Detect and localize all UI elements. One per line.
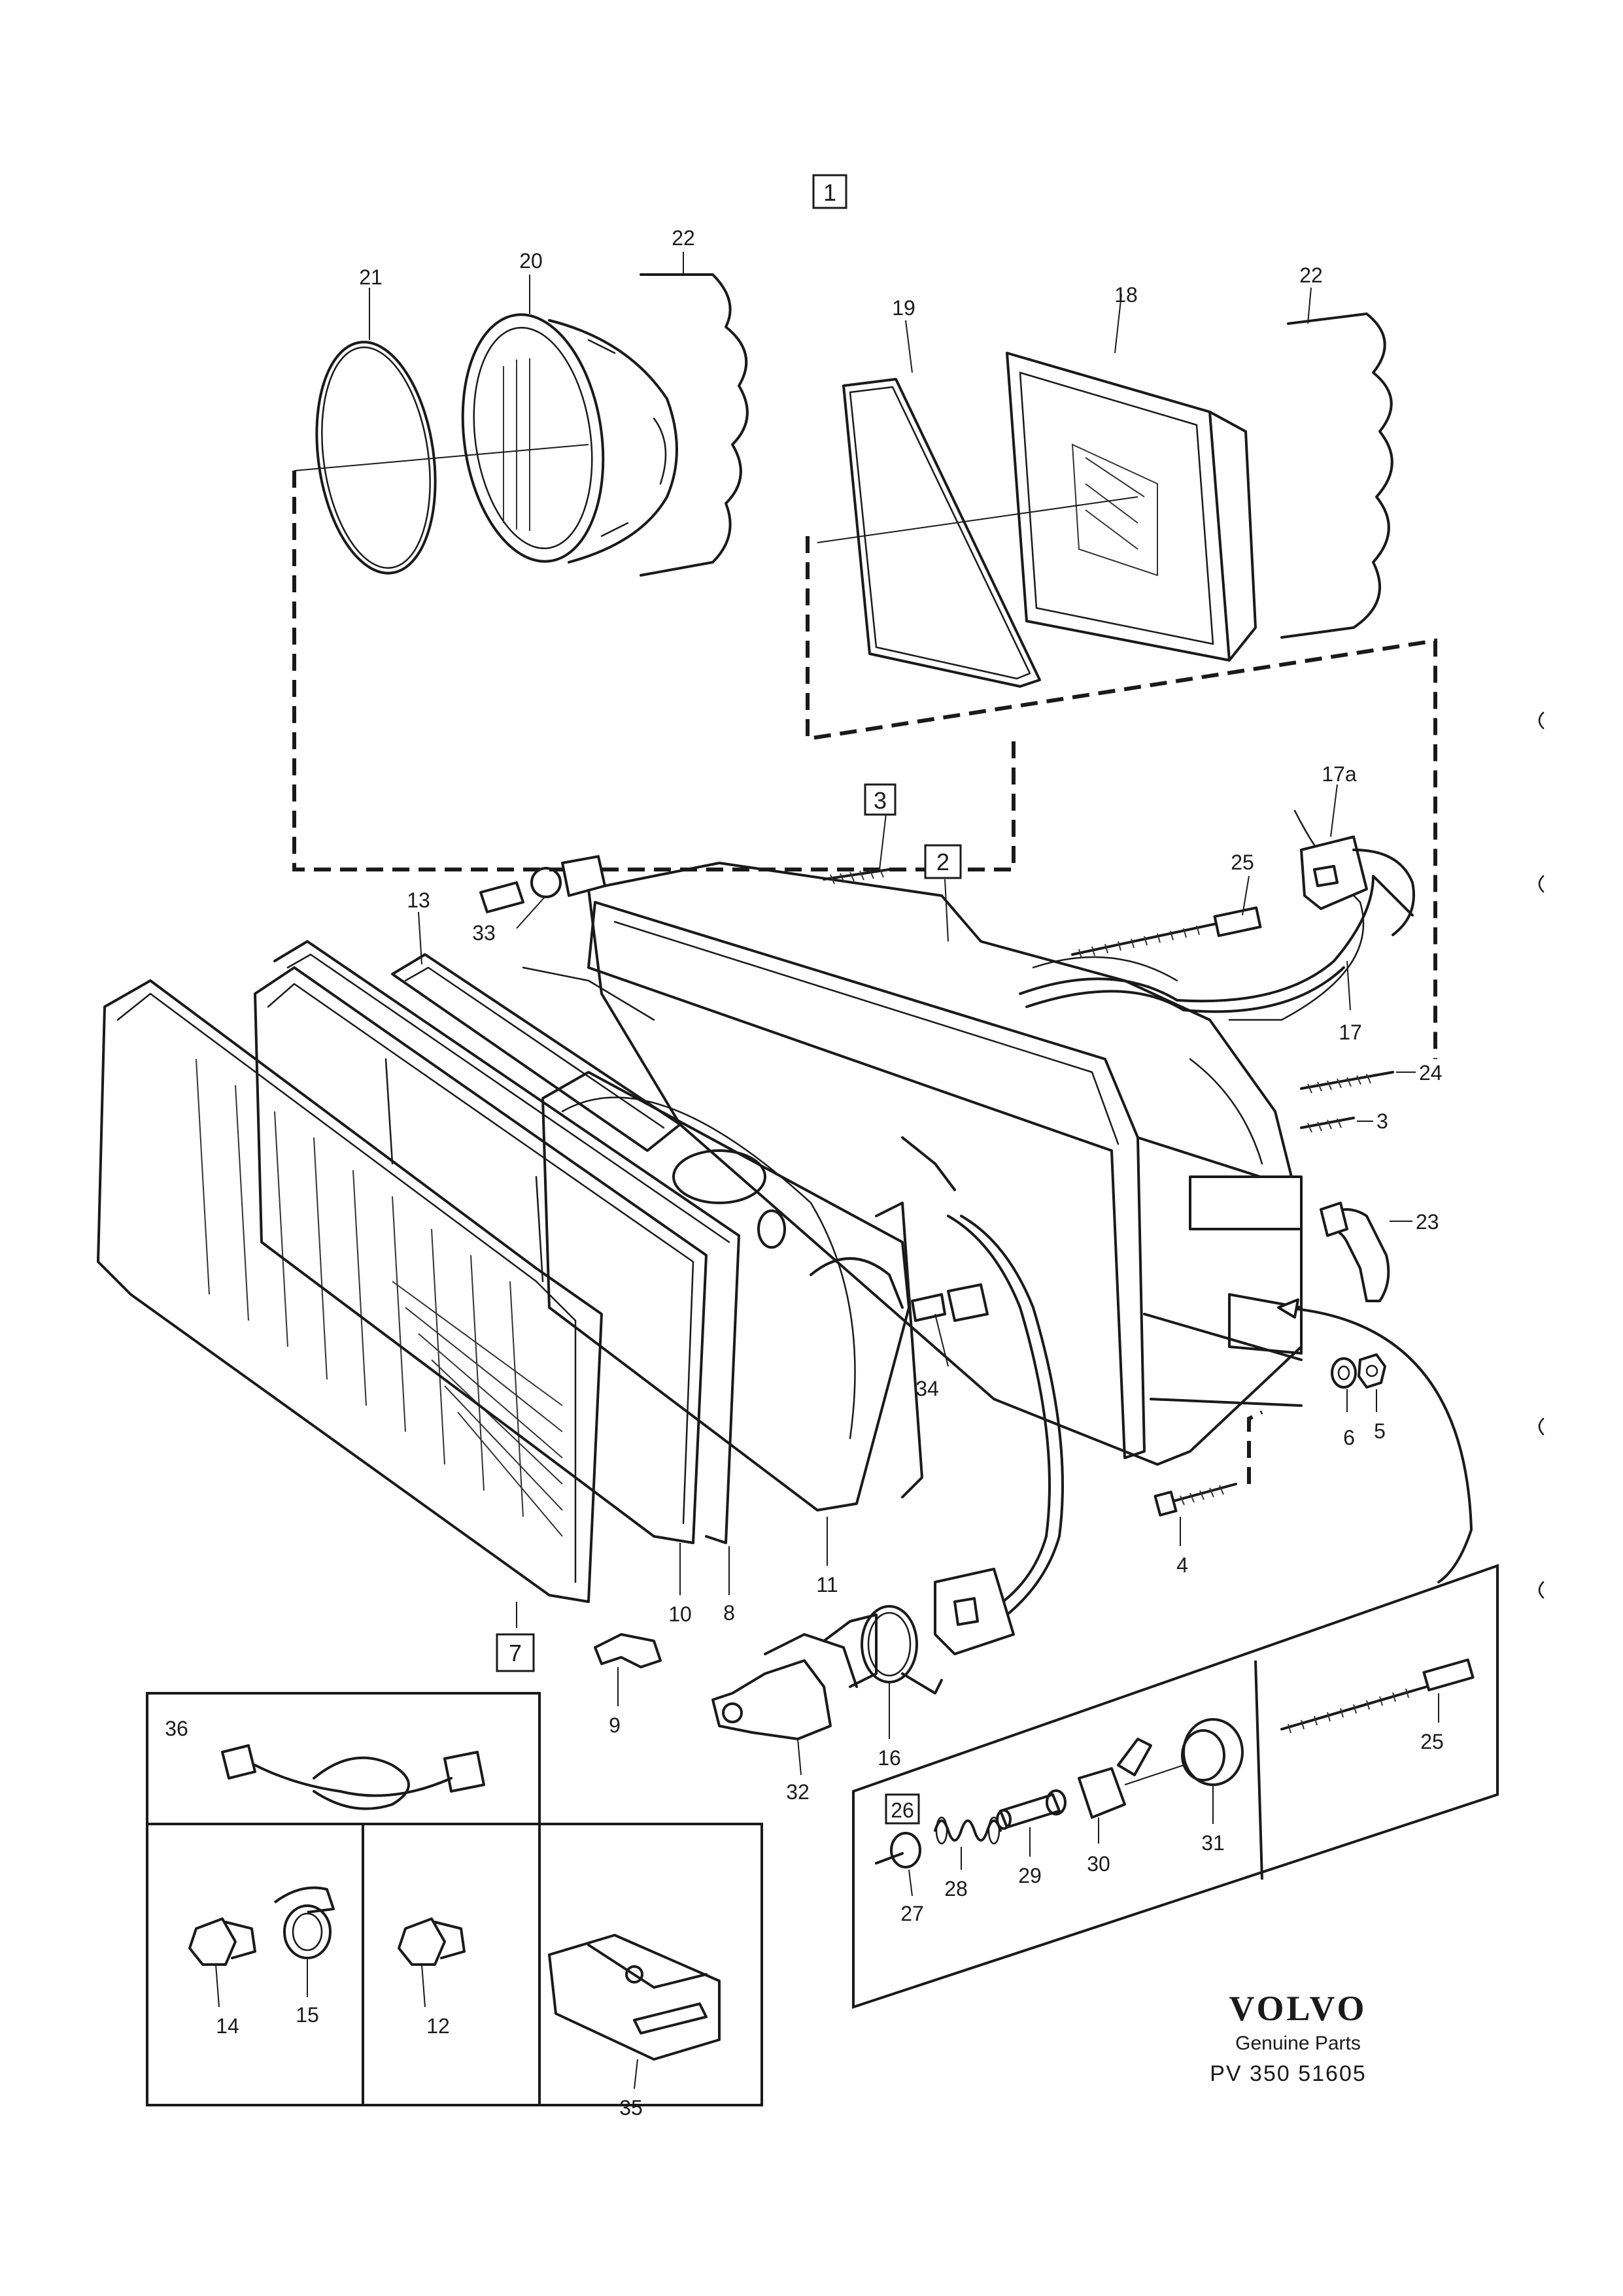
callout-33: 33 [472, 921, 496, 945]
callout-box-3: 3 [864, 783, 897, 816]
callout-36: 36 [165, 1717, 188, 1740]
adjuster-detail-box: 26 [852, 1564, 1499, 2009]
spring-clip-22a [640, 273, 749, 577]
screw-4 [1153, 1410, 1263, 1517]
svg-text:7: 7 [509, 1640, 522, 1666]
callout-box-2: 2 [924, 844, 962, 879]
round-headlamp-insert [292, 273, 1016, 871]
wire-harness-36 [221, 1744, 485, 1810]
nut-5 [1358, 1353, 1386, 1389]
callout-labels: 21 20 22 19 18 22 3 2 13 33 17a 25 17 24… [165, 226, 1444, 2119]
cap-31 [1181, 1718, 1244, 1786]
callout-box-26: 26 [885, 1793, 920, 1825]
brand-tagline: Genuine Parts [1235, 2033, 1361, 2054]
callout-6: 6 [1343, 1426, 1355, 1449]
callout-8: 8 [723, 1601, 735, 1625]
callout-25-top: 25 [1231, 851, 1254, 874]
callout-28: 28 [944, 1877, 968, 1900]
callout-9: 9 [609, 1714, 621, 1737]
callout-24: 24 [1419, 1061, 1443, 1085]
svg-text:2: 2 [936, 849, 949, 875]
holder-12 [398, 1917, 466, 1966]
connector-17a [1300, 836, 1415, 936]
callout-34: 34 [915, 1377, 939, 1400]
circlip-27 [875, 1832, 921, 1868]
screw-3-right [1300, 1117, 1355, 1133]
part-sheet-code: PV 350 51605 [1210, 2061, 1367, 2086]
callout-32: 32 [786, 1780, 810, 1804]
brand-logo: VOLVO [1229, 1989, 1367, 2028]
callout-35: 35 [619, 2096, 643, 2119]
washer-6 [1331, 1357, 1357, 1389]
binder-marks [1538, 711, 1545, 1599]
pin-29 [996, 1789, 1067, 1830]
wiring-harness-17 [522, 875, 1414, 1616]
callout-15: 15 [296, 2003, 319, 2027]
svg-text:26: 26 [891, 1798, 914, 1822]
callout-30: 30 [1087, 1852, 1110, 1876]
callout-11: 11 [816, 1573, 838, 1596]
callout-13: 13 [407, 888, 430, 912]
spring-clip-22b [1280, 312, 1393, 639]
connector-bulb-base [934, 1568, 1015, 1655]
callout-31: 31 [1201, 1831, 1225, 1855]
callout-12: 12 [426, 2014, 450, 2038]
callout-25-detail: 25 [1420, 1730, 1444, 1753]
frame-8 [273, 940, 740, 1544]
holder-14 [188, 1917, 256, 1966]
lamp-housing-2 [587, 809, 1365, 1466]
screw-3-top [823, 868, 891, 885]
callout-29: 29 [1018, 1864, 1042, 1887]
callout-3-right: 3 [1376, 1109, 1388, 1133]
retaining-spring-16 [861, 1605, 943, 1695]
group-number-box: 1 [812, 174, 847, 209]
reflector-18 [1006, 352, 1231, 662]
callout-16: 16 [878, 1746, 901, 1770]
reflector-20 [461, 313, 605, 563]
callout-box-7: 7 [496, 1633, 535, 1672]
adjuster-screw-24 [1300, 1071, 1394, 1094]
clip-35 [548, 1934, 721, 2061]
clamp-15 [273, 1886, 335, 1959]
bulb-32 [711, 1613, 878, 1740]
callout-17a: 17a [1322, 762, 1357, 786]
bulb-34 [911, 1283, 989, 1367]
callout-27: 27 [900, 1902, 924, 1925]
adjuster-shaft-25 [1280, 1658, 1475, 1734]
callout-5: 5 [1374, 1419, 1386, 1443]
callout-17: 17 [1339, 1021, 1362, 1044]
rect-headlamp-insert [806, 312, 1437, 1059]
callout-22-left: 22 [672, 226, 695, 250]
lens-7 [97, 979, 603, 1603]
gasket-19 [842, 378, 1041, 688]
callout-21: 21 [359, 265, 383, 289]
callout-14: 14 [216, 2014, 239, 2038]
callout-10: 10 [668, 1602, 692, 1626]
leader-lines [215, 252, 1439, 2089]
callout-23: 23 [1416, 1210, 1439, 1234]
adjuster-arrow [1280, 1306, 1473, 1583]
svg-text:3: 3 [874, 787, 887, 814]
group-number: 1 [823, 179, 836, 206]
spare-parts-box [146, 1692, 763, 2106]
callout-18: 18 [1114, 283, 1138, 307]
adjuster-knob-30 [1078, 1738, 1184, 1819]
seal-ring-21 [315, 341, 437, 575]
callout-20: 20 [519, 249, 543, 273]
callout-19: 19 [892, 296, 915, 320]
reflector-11 [541, 1071, 923, 1511]
bulb-33 [479, 855, 606, 913]
spring-28 [934, 1816, 1002, 1845]
clip-9 [594, 1633, 662, 1668]
elbow-23 [1320, 1202, 1390, 1302]
callout-4: 4 [1176, 1553, 1188, 1577]
callout-22-right: 22 [1299, 263, 1323, 287]
brand-block: VOLVO Genuine Parts PV 350 51605 [1210, 1989, 1367, 2086]
adjuster-shaft-25-top [1071, 906, 1262, 959]
frame-10 [254, 966, 708, 1544]
